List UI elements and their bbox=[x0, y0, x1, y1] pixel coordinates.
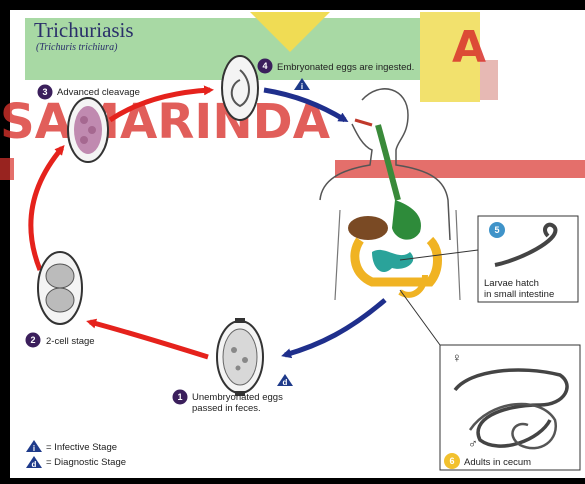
legend-diagnostic-label: = Diagnostic Stage bbox=[46, 457, 126, 468]
watermark-band-left bbox=[0, 158, 14, 180]
diagram-title: Trichuriasis bbox=[34, 18, 134, 42]
egg-embryonated bbox=[222, 56, 258, 120]
stage-2-number: 2 bbox=[30, 335, 35, 345]
stage-6-number: 6 bbox=[449, 456, 454, 466]
legend-infective-label: = Infective Stage bbox=[46, 442, 117, 453]
legend-infective-letter: i bbox=[33, 444, 35, 453]
watermark-text: SAMARINDA bbox=[0, 94, 330, 150]
stage-6-label: Adults in cecum bbox=[464, 457, 531, 468]
watermark-letters: A bbox=[452, 22, 486, 73]
diagram-subtitle: (Trichuris trichiura) bbox=[36, 42, 118, 53]
infective-marker-letter: i bbox=[301, 82, 303, 91]
female-symbol: ♀ bbox=[452, 350, 462, 365]
diagnostic-marker-letter: d bbox=[283, 378, 288, 387]
stage-5-label-line-2: in small intestine bbox=[484, 289, 554, 300]
egg-advanced-cleavage bbox=[68, 98, 108, 162]
stage-3-label: Advanced cleavage bbox=[57, 87, 140, 98]
stage-4-number: 4 bbox=[262, 61, 267, 71]
egg-2-cell bbox=[38, 252, 82, 324]
legend-diagnostic-letter: d bbox=[32, 460, 37, 469]
stage-2-label: 2-cell stage bbox=[46, 336, 95, 347]
stage-1-label-line-1: Unembryonated eggs bbox=[192, 392, 283, 403]
egg-unembryonated bbox=[217, 318, 263, 396]
stage-1-number: 1 bbox=[177, 392, 182, 402]
stage-1-label-line-2: passed in feces. bbox=[192, 403, 261, 414]
male-symbol: ♂ bbox=[468, 436, 478, 451]
stage-3-number: 3 bbox=[42, 87, 47, 97]
stage-5-label-line-1: Larvae hatch bbox=[484, 278, 539, 289]
stage-5-number: 5 bbox=[494, 225, 499, 235]
stage-4-label: Embryonated eggs are ingested. bbox=[277, 62, 414, 73]
watermark-band bbox=[335, 160, 585, 178]
